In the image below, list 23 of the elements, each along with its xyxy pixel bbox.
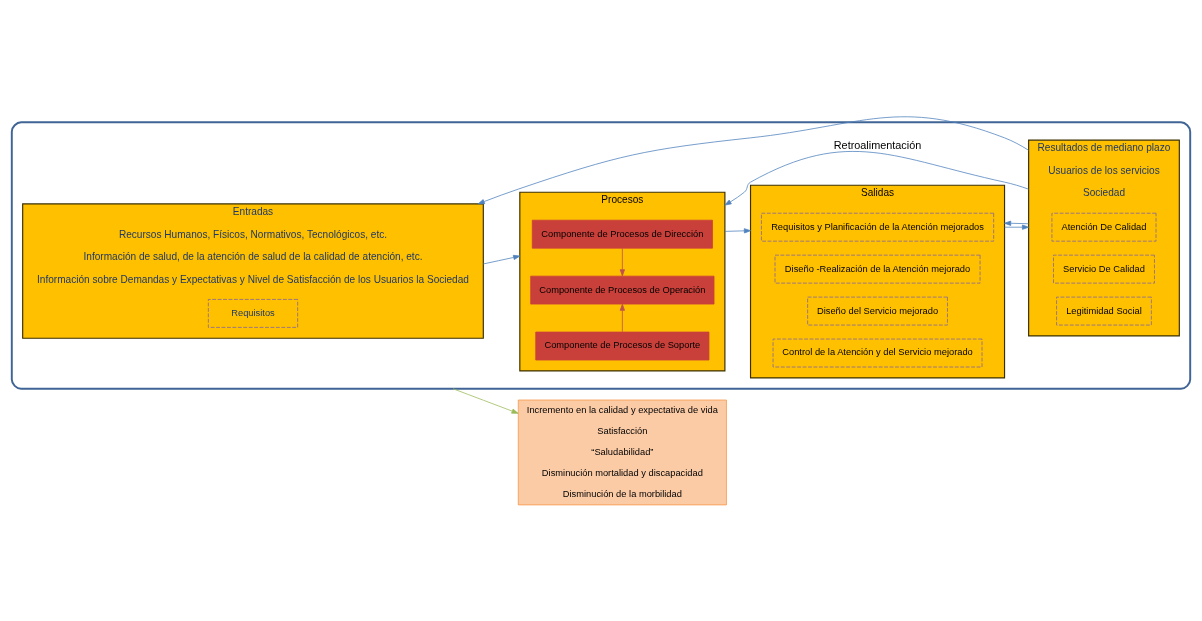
arrow	[452, 388, 519, 414]
edge-label: Retroalimentación	[833, 138, 922, 151]
arrow	[477, 116, 1030, 205]
node-box: Atención De Calidad	[1051, 212, 1157, 242]
node-box: Diseño del Servicio mejorado	[807, 296, 948, 326]
arrow	[1004, 220, 1030, 226]
node-box: Incremento en la calidad y expectativa de vida Satisfacción “Saludabilidad” Disminución mortalidad y discapacidad Disminución de la morbilidad	[517, 399, 727, 506]
node-box: Servicio De Calidad	[1053, 254, 1155, 284]
node-box: Legitimidad Social	[1056, 296, 1152, 326]
cluster	[10, 121, 1192, 390]
node-box: Componente de Procesos de Dirección	[531, 219, 713, 249]
node-box: Componente de Procesos de Soporte	[535, 331, 710, 361]
node-box: Control de la Atención y del Servicio mejorado	[772, 338, 983, 368]
node-box: Requisitos	[207, 299, 299, 328]
node-box: Diseño -Realización de la Atención mejorado	[774, 254, 981, 284]
arrow	[619, 247, 625, 277]
node-box: Requisitos y Planificación de la Atención mejorados	[761, 212, 995, 242]
arrow	[619, 303, 625, 333]
arrow	[1004, 224, 1030, 230]
arrow	[482, 254, 521, 265]
arrow	[724, 151, 1030, 206]
arrow	[724, 228, 751, 234]
node-box: Componente de Procesos de Operación	[530, 275, 715, 305]
